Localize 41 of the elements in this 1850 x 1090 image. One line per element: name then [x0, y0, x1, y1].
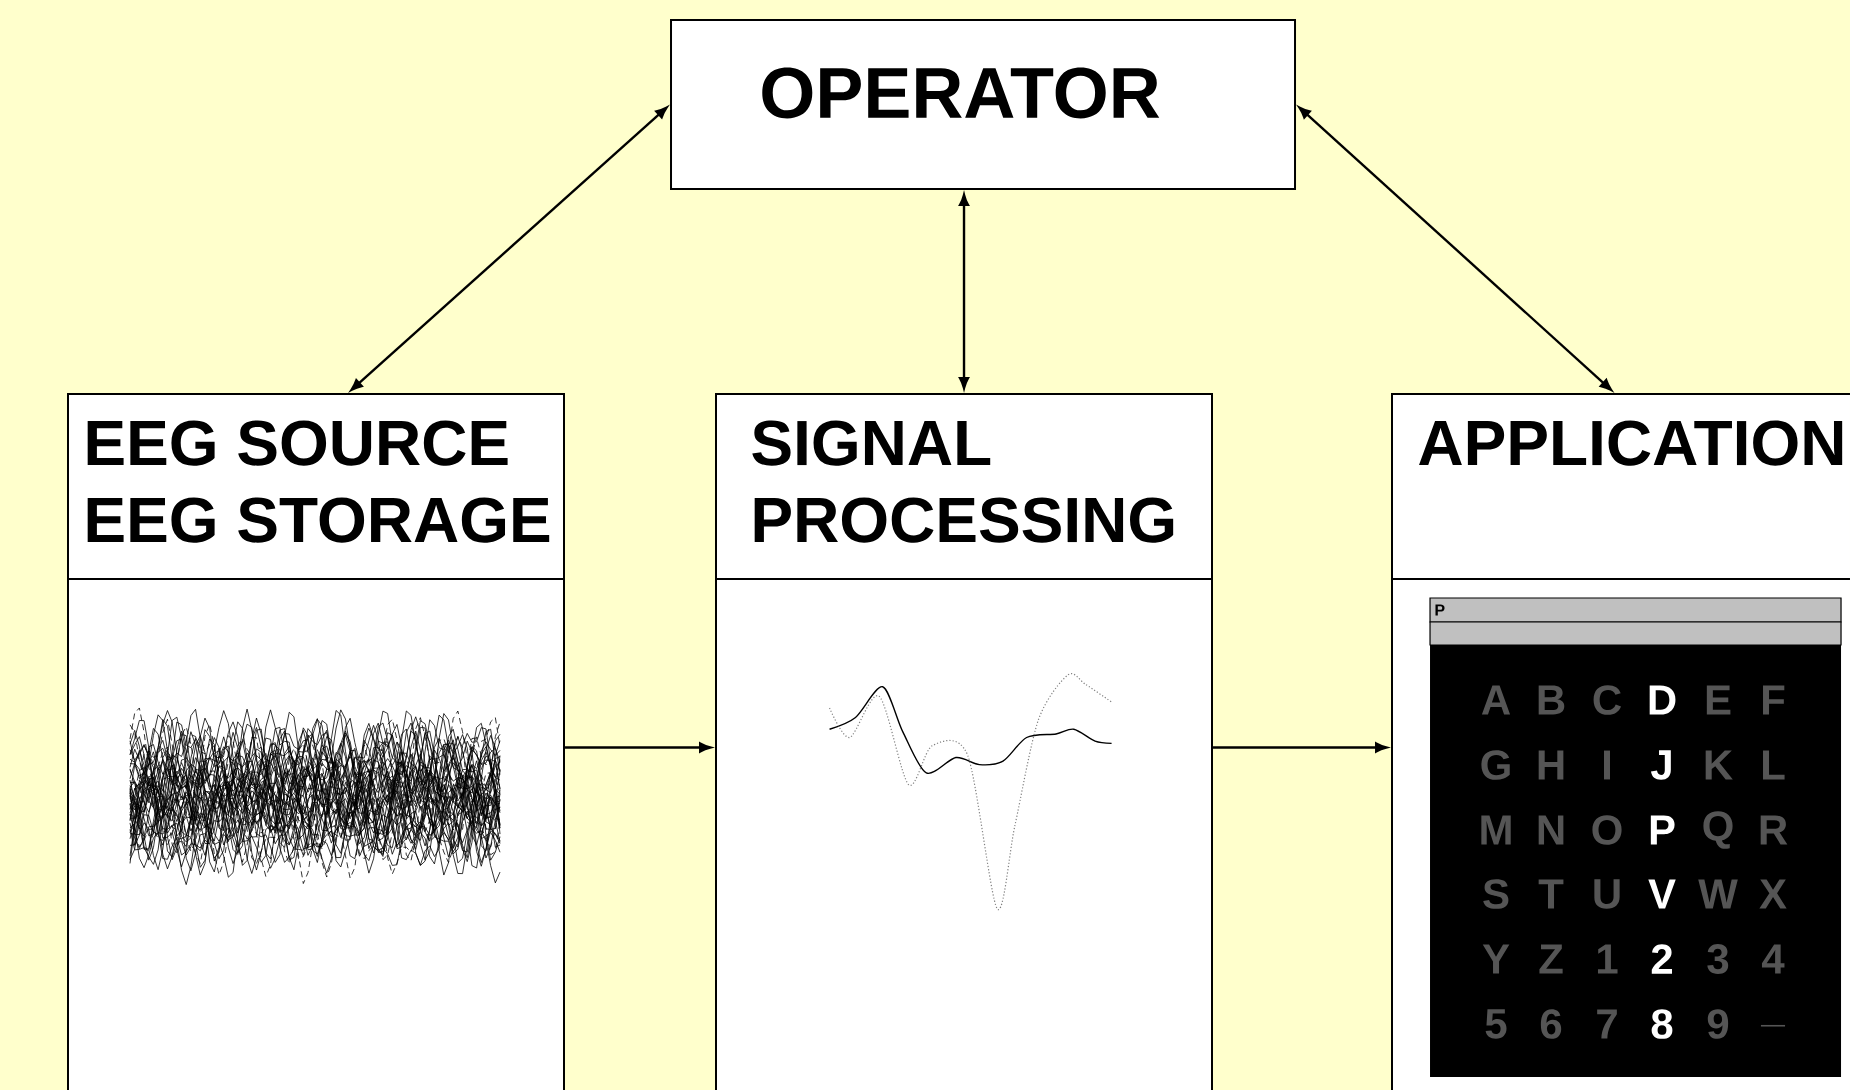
speller-character: D: [1649, 685, 1676, 715]
speller-character: _: [1760, 1024, 1786, 1027]
speller-character: G: [1481, 750, 1510, 780]
speller-character: K: [1705, 750, 1733, 780]
speller-character: L: [1763, 750, 1785, 780]
speller-character: 2: [1651, 944, 1672, 974]
speller-character: 8: [1651, 1009, 1673, 1039]
speller-character: F: [1763, 685, 1785, 715]
speller-character: 3: [1707, 944, 1729, 974]
speller-character: C: [1593, 685, 1622, 715]
speller-character: Q: [1703, 811, 1733, 849]
speller-character: X: [1759, 879, 1787, 909]
process-box: SIGNAL PROCESSING: [714, 393, 1213, 1090]
speller-character: H: [1538, 750, 1564, 780]
speller-character: S: [1483, 879, 1509, 909]
speller-character: P: [1650, 815, 1675, 845]
speller-character: E: [1706, 685, 1731, 715]
speller-character: Z: [1539, 944, 1563, 974]
speller-character: 5: [1485, 1009, 1507, 1039]
speller-character: 4: [1761, 944, 1785, 974]
speller-character: 6: [1540, 1009, 1562, 1039]
arrow: [350, 106, 668, 391]
speller-character: M: [1481, 815, 1511, 845]
speller-character: A: [1481, 685, 1511, 715]
speller-character: B: [1538, 685, 1565, 715]
speller-character: V: [1648, 879, 1676, 909]
speller-character: 9: [1707, 1009, 1729, 1039]
speller-character: 1: [1598, 944, 1618, 974]
speller-character: U: [1594, 879, 1620, 909]
speller-character: J: [1650, 750, 1671, 780]
speller-character: O: [1592, 815, 1622, 845]
speller-character: Y: [1482, 944, 1510, 974]
arrow: [1298, 106, 1613, 391]
speller-character: W: [1698, 879, 1738, 909]
speller-character: N: [1538, 815, 1564, 845]
speller-character: 7: [1597, 1009, 1617, 1039]
speller-character: T: [1538, 879, 1564, 909]
process-box: OPERATOR: [670, 19, 1296, 190]
speller-character: I: [1604, 750, 1611, 780]
speller-character: R: [1760, 815, 1788, 845]
arrow: [958, 193, 970, 390]
